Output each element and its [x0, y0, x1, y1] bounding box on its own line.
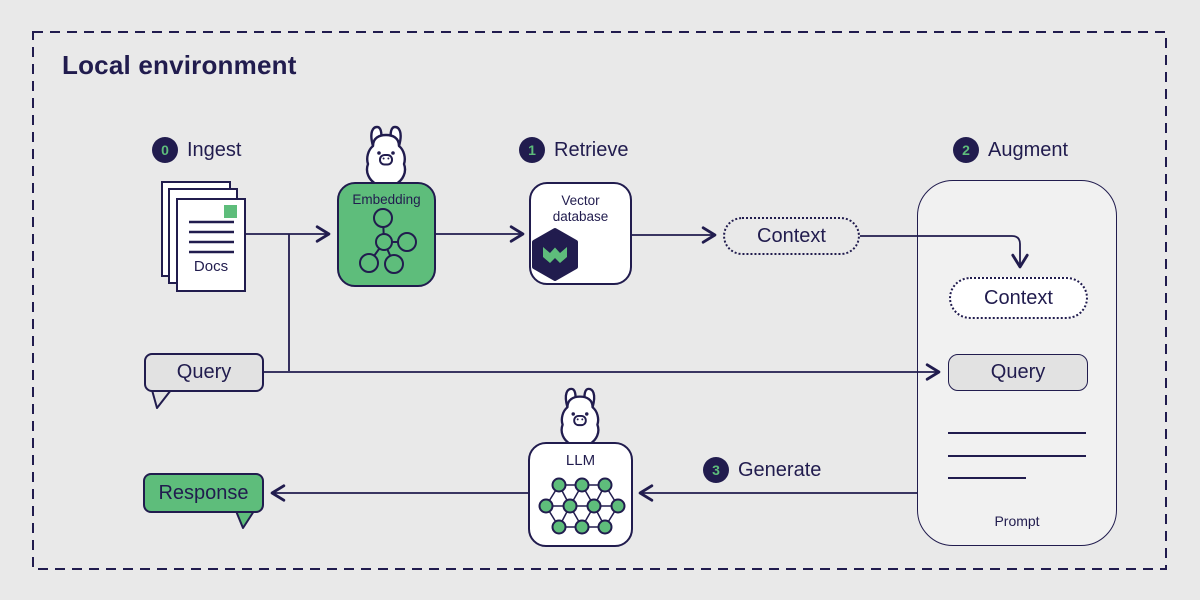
llama-icon	[365, 125, 407, 184]
query-bubble-tail	[151, 389, 172, 409]
context-retrieved-label: Context	[757, 224, 826, 247]
step-2-badge: 2	[953, 137, 979, 163]
response-bubble-label: Response	[158, 481, 249, 504]
query-in-prompt-box: Query	[948, 354, 1088, 391]
context-in-prompt-pill: Context	[949, 277, 1088, 319]
context-in-prompt-label: Context	[984, 286, 1053, 309]
llm-label: LLM	[565, 452, 596, 469]
step-3-label: Generate	[738, 458, 822, 481]
query-bubble-label: Query	[176, 361, 232, 383]
step-3-badge: 3	[703, 457, 729, 483]
response-bubble: Response	[143, 473, 264, 513]
step-1-label: Retrieve	[554, 138, 629, 161]
page-title: Local environment	[62, 50, 297, 80]
response-bubble-tail	[235, 510, 255, 529]
molecule-icon	[359, 208, 417, 274]
query-bubble: Query	[144, 353, 264, 392]
step-ingest: 0 Ingest	[152, 137, 241, 163]
neural-network-icon	[538, 477, 626, 535]
vector-database-node: Vector database	[529, 182, 632, 285]
prompt-container: Context Query Prompt	[917, 180, 1117, 546]
step-2-label: Augment	[988, 138, 1069, 161]
llama-icon	[560, 387, 600, 444]
prompt-label: Prompt	[994, 513, 1040, 529]
embedding-node: Embedding	[337, 182, 436, 287]
context-retrieved-pill: Context	[723, 217, 860, 255]
docs-icon: Docs	[161, 181, 246, 292]
doc-corner-mark	[224, 205, 237, 218]
llm-node: LLM	[528, 442, 633, 547]
step-retrieve: 1 Retrieve	[519, 137, 628, 163]
docs-label: Docs	[194, 258, 228, 275]
step-0-label: Ingest	[187, 138, 242, 161]
query-in-prompt-label: Query	[990, 361, 1046, 383]
step-generate: 3 Generate	[703, 457, 821, 483]
vector-db-hexagon-icon	[532, 227, 578, 281]
step-augment: 2 Augment	[953, 137, 1068, 163]
step-1-badge: 1	[519, 137, 545, 163]
step-0-badge: 0	[152, 137, 178, 163]
embedding-label: Embedding	[352, 192, 421, 207]
vector-database-label: Vector database	[552, 193, 609, 224]
